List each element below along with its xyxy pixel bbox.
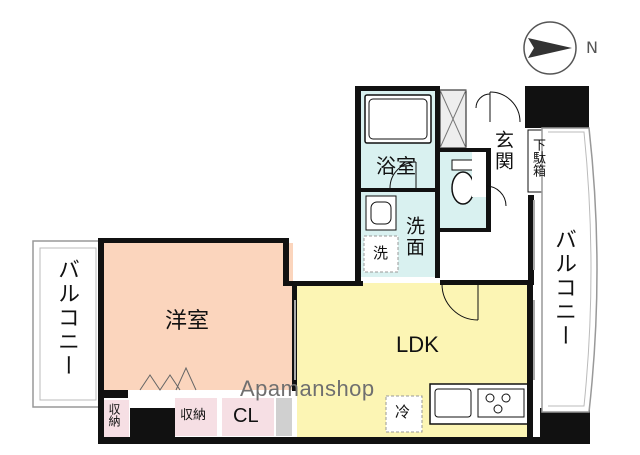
- entrance-area: [472, 125, 526, 197]
- balcony-left-label: バルコニー: [54, 258, 79, 378]
- balcony-right-label: バルコニー: [551, 228, 576, 348]
- closet-area: [222, 398, 274, 436]
- balcony-left: [32, 240, 104, 408]
- washer-area: [363, 235, 399, 273]
- ldk-label: LDK: [396, 332, 439, 357]
- bathtub: [364, 94, 432, 144]
- storage-1-area: [103, 400, 129, 438]
- compass-icon: [523, 21, 577, 75]
- watermark-logo: Apamanshop: [240, 376, 375, 401]
- fridge-area: [385, 395, 423, 433]
- washer-label: 洗: [373, 244, 389, 262]
- washroom-label: 洗面: [403, 216, 425, 258]
- bathroom-label: 浴室: [376, 154, 416, 178]
- shoe-box-label: 下駄箱: [530, 138, 545, 177]
- entrance-label: 玄関: [492, 130, 514, 172]
- western-room-label: 洋室: [165, 309, 210, 334]
- storage-2-area: [175, 398, 217, 436]
- compass-label: N: [586, 38, 598, 57]
- balcony-right: [541, 127, 598, 413]
- storage-1-label: 収納: [107, 403, 121, 427]
- storage-2-label: 収納: [180, 408, 207, 423]
- fridge-label: 冷: [395, 403, 411, 421]
- western-room-area: [103, 243, 293, 390]
- closet-doors: [139, 374, 181, 391]
- ldk-door-arc: [441, 283, 479, 321]
- toilet-bowl: [451, 171, 475, 205]
- closet-label: CL: [233, 405, 259, 427]
